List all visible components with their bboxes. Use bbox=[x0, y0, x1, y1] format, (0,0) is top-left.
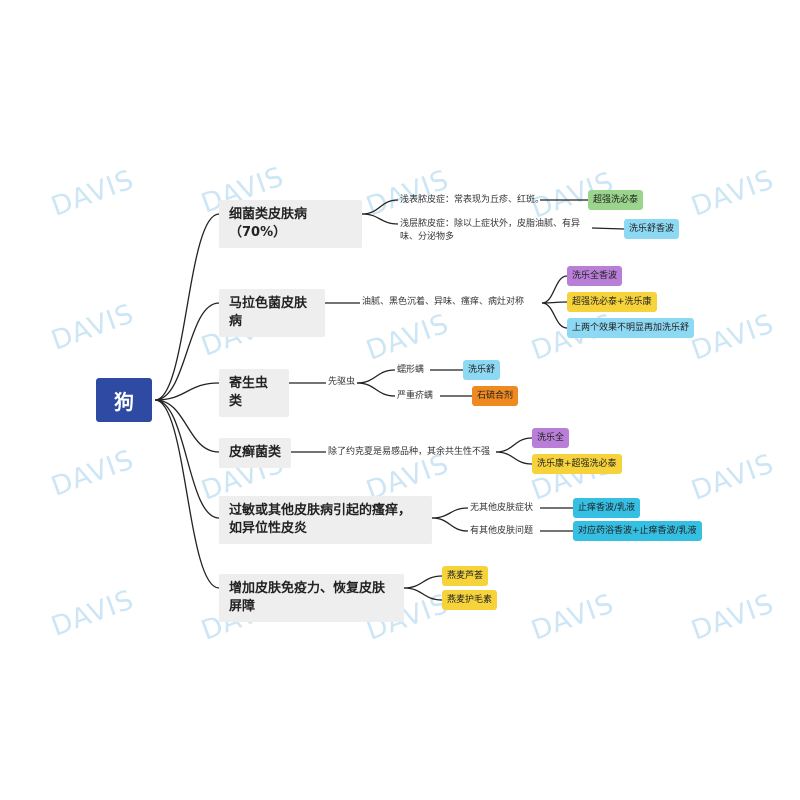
sub-malassezia-symptoms: 油腻、黑色沉着、异味、瘙痒、病灶对称 bbox=[362, 297, 525, 307]
connector-5 bbox=[154, 399, 220, 589]
leaf-xilekang-chlorhexidine: 洗乐康+超强洗必泰 bbox=[532, 454, 622, 474]
leaf-super-chlorhexidine: 超强洗必泰 bbox=[588, 190, 644, 210]
branch-immunity-barrier: 增加皮肤免疫力、恢复皮肤屏障 bbox=[219, 574, 404, 622]
leaf-xilequan: 洗乐全 bbox=[532, 428, 570, 448]
sub-demodex: 蠕形螨 bbox=[397, 365, 425, 375]
root-node: 狗 bbox=[96, 378, 152, 422]
leaf-lime-sulfur: 石硫合剂 bbox=[472, 386, 519, 406]
sub-dermatophyte-note: 除了约克夏是易感品种，其余共生性不强 bbox=[328, 447, 491, 457]
branch-allergy-itching: 过敏或其他皮肤病引起的瘙痒，如异位性皮炎 bbox=[219, 496, 432, 544]
connector-22 bbox=[431, 507, 469, 519]
branch-malassezia: 马拉色菌皮肤病 bbox=[219, 289, 325, 337]
leaf-xilesu: 洗乐舒 bbox=[463, 360, 501, 380]
connector-3 bbox=[154, 399, 220, 453]
connector-11 bbox=[541, 275, 568, 304]
leaf-add-xilesu: 上两个效果不明显再加洗乐舒 bbox=[567, 318, 695, 338]
sub-deworm-first: 先驱虫 bbox=[328, 377, 356, 387]
connector-6 bbox=[361, 199, 399, 215]
sub-no-other-symptoms: 无其他皮肤症状 bbox=[470, 503, 534, 513]
connector-2 bbox=[154, 382, 220, 401]
connector-0 bbox=[154, 213, 220, 401]
connector-27 bbox=[403, 587, 443, 601]
sub-other-skin-issues: 有其他皮肤问题 bbox=[470, 526, 534, 536]
sub-severe-scabies: 严重疥螨 bbox=[397, 391, 434, 401]
branch-parasites: 寄生虫类 bbox=[219, 369, 289, 417]
branch-bacterial: 细菌类皮肤病（70%） bbox=[219, 200, 362, 248]
leaf-xilequan-shampoo: 洗乐全香波 bbox=[567, 266, 623, 286]
connector-20 bbox=[495, 437, 533, 453]
leaf-medicated-plus-anti-itch: 对应药浴香波+止痒香波/乳液 bbox=[573, 521, 702, 541]
leaf-oat-conditioner: 燕麦护毛素 bbox=[442, 590, 498, 610]
leaf-oat-aloe: 燕麦芦荟 bbox=[442, 566, 489, 586]
connector-1 bbox=[154, 302, 220, 401]
leaf-anti-itch: 止痒香波/乳液 bbox=[573, 498, 641, 518]
sub-shallow-pyoderma: 浅层脓皮症：除以上症状外，皮脂油腻、有异味、分泌物多 bbox=[400, 219, 581, 242]
connector-7 bbox=[361, 213, 399, 225]
branch-dermatophytes: 皮癣菌类 bbox=[219, 438, 291, 468]
connector-4 bbox=[154, 399, 220, 519]
leaf-chlorhexidine-xilekang: 超强洗必泰+洗乐康 bbox=[567, 292, 657, 312]
sub-superficial-pyoderma: 浅表脓皮症：常表现为丘疹、红斑。 bbox=[400, 195, 545, 205]
leaf-xilesu-shampoo: 洗乐舒香波 bbox=[624, 219, 680, 239]
connector-23 bbox=[431, 517, 469, 532]
connector-13 bbox=[541, 302, 568, 329]
connector-21 bbox=[495, 451, 533, 465]
connector-15 bbox=[356, 369, 396, 384]
connector-9 bbox=[591, 227, 625, 230]
connector-26 bbox=[403, 575, 443, 589]
connector-16 bbox=[356, 382, 396, 397]
